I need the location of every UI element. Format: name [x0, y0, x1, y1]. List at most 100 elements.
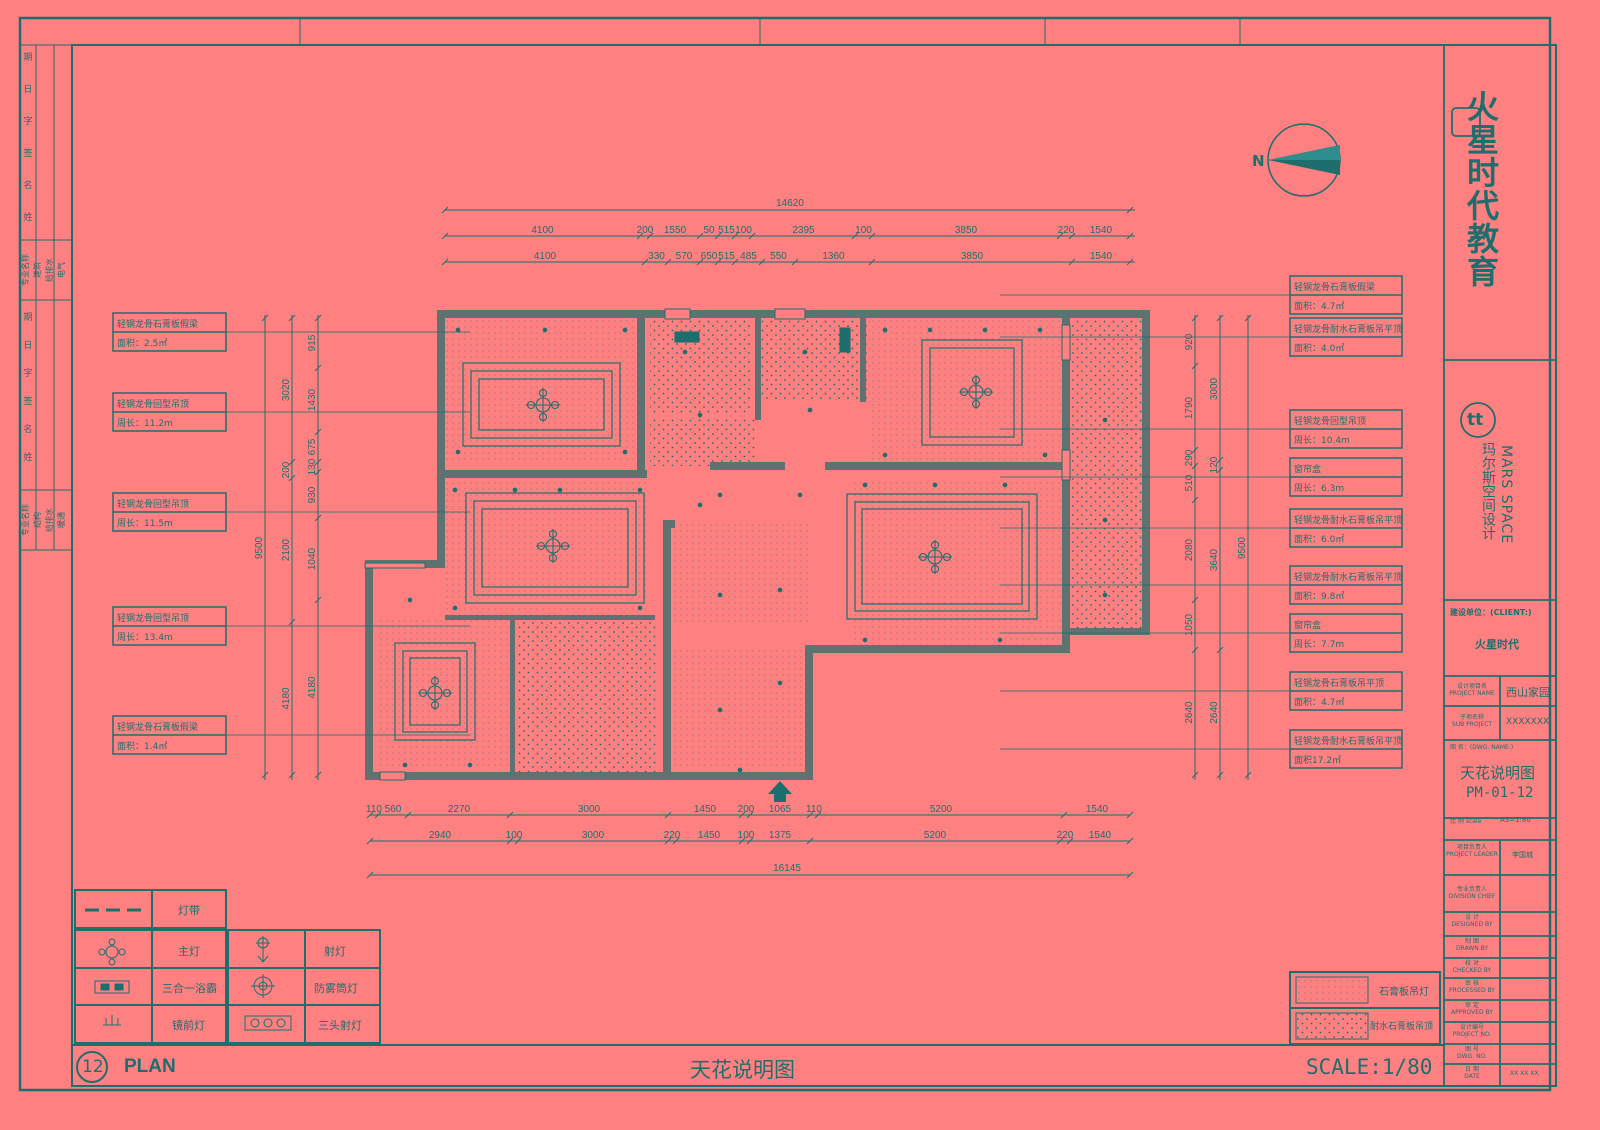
client-name: 火星时代 [1475, 638, 1519, 651]
dim-top-row1: 2395 [792, 225, 815, 236]
legend [74, 889, 1441, 1045]
right-note-5-title: 轻钢龙骨耐水石膏板吊平顶 [1294, 514, 1402, 526]
left-note-1-title: 轻钢龙骨石膏板假梁 [117, 318, 198, 330]
left-note-4-value: 周长：13.4m [117, 631, 173, 643]
dim-left-inner: 4180 [307, 676, 318, 699]
dim-bottom-row1: 560 [385, 804, 402, 815]
main-light-icon [918, 540, 952, 574]
dim-bottom-row1: 3000 [578, 804, 601, 815]
dim-top-row2: 3850 [961, 251, 984, 262]
spot-light-icon [777, 587, 783, 593]
spot-light-icon [697, 502, 703, 508]
legend-mirror-light: 镜前灯 [172, 1019, 205, 1032]
main-light-icon [526, 388, 560, 422]
right-note-7-title: 窗帘盒 [1294, 619, 1321, 631]
dim-bottom-row2: 3000 [582, 830, 605, 841]
strip-label: 给排水 [44, 508, 54, 532]
dim-left-inner: 930 [307, 486, 318, 503]
right-note-5-value: 面积：6.0㎡ [1294, 533, 1344, 545]
main-light-icon [959, 375, 993, 409]
dim-bottom-row2: 220 [1057, 830, 1074, 841]
dim-left-inner: 675 [307, 438, 318, 455]
spot-light-icon [467, 762, 473, 768]
spot-light-icon [637, 487, 643, 493]
dim-top-row1: 515 [718, 225, 735, 236]
spot-light-icon [622, 449, 628, 455]
spot-light-icon [882, 327, 888, 333]
dim-right-inner: 1790 [1184, 396, 1195, 419]
spot-light-icon [797, 492, 803, 498]
dim-right-total: 9500 [1237, 536, 1248, 559]
client-label: 建设单位：(CLIENT:) [1450, 608, 1532, 617]
dim-right-outer: 2640 [1209, 701, 1220, 724]
dim-top-row1: 1550 [664, 225, 687, 236]
footer-scale: SCALE:1/80 [1306, 1055, 1433, 1079]
strip-label: 专业名称 [20, 254, 30, 286]
brand-mark: tt [1467, 410, 1484, 430]
spot-light-icon [1102, 592, 1108, 598]
spot-light-icon [452, 487, 458, 493]
brand-cn: 玛尔斯空间设计 [1480, 442, 1496, 540]
spot-light-icon [622, 327, 628, 333]
strip-label: 期 [23, 312, 32, 323]
legend-symbols [94, 936, 292, 1031]
title-block [1443, 45, 1556, 1086]
spot-light-icon [637, 605, 643, 611]
bath-heater-icon [839, 327, 851, 353]
main-light-icon [536, 529, 570, 563]
strip-label: 电气 [56, 262, 66, 278]
dim-top-row2: 570 [676, 251, 693, 262]
spot-light-icon [862, 482, 868, 488]
dim-top-row1: 100 [855, 225, 872, 236]
dim-top-row1: 50 [703, 225, 715, 236]
right-note-8-value: 面积：4.7㎡ [1294, 696, 1344, 708]
right-note-8-title: 轻钢龙骨石膏板吊平顶 [1294, 677, 1384, 689]
plan-label: PLAN [124, 1056, 176, 1077]
dim-left-inner: 915 [307, 334, 318, 351]
strip-label: 结构 [32, 512, 42, 528]
spot-light-icon [542, 327, 548, 333]
strip-label: 建筑 [32, 262, 42, 278]
dim-left-outer: 200 [281, 461, 292, 478]
dim-left-outer: 2100 [281, 538, 292, 561]
spot-light-icon [777, 680, 783, 686]
dim-bottom-row2: 5200 [924, 830, 947, 841]
dim-left-inner: 130 [307, 458, 318, 475]
dim-left-outer: 4180 [281, 687, 292, 710]
dim-top-total: 14620 [776, 198, 804, 209]
right-note-6-value: 面积：9.8㎡ [1294, 590, 1344, 602]
spot-light-icon [407, 597, 413, 603]
drawing-name: 天花说明图 [1460, 764, 1536, 782]
footer-title: 天花说明图 [690, 1058, 795, 1082]
scale-value: A3=1:80 [1500, 816, 1531, 824]
dim-right-outer: 3000 [1209, 377, 1220, 400]
dim-left-outer: 3020 [281, 378, 292, 401]
right-note-4-value: 周长：6.3m [1294, 482, 1344, 494]
left-note-5-title: 轻钢龙骨石膏板假梁 [117, 721, 198, 733]
spot-light-icon [737, 767, 743, 773]
dim-bottom-row2: 100 [738, 830, 755, 841]
right-note-4-title: 窗帘盒 [1294, 463, 1321, 475]
left-note-4-title: 轻钢龙骨回型吊顶 [117, 612, 189, 624]
right-note-9-value: 面积17.2㎡ [1294, 754, 1341, 766]
main-light-icon [418, 676, 452, 710]
right-note-2-title: 轻钢龙骨耐水石膏板吊平顶 [1294, 323, 1402, 335]
spot-light-icon [1102, 517, 1108, 523]
left-note-1-value: 面积：2.5㎡ [117, 337, 167, 349]
strip-label: 姓 [23, 451, 32, 463]
dim-top-row2: 4100 [534, 251, 557, 262]
spot-light-icon [682, 349, 688, 355]
dim-bottom-row1: 200 [738, 804, 755, 815]
spot-light-icon [982, 327, 988, 333]
right-note-1-title: 轻钢龙骨石膏板假梁 [1294, 281, 1375, 293]
legend-gypsum-ceiling: 石膏板吊灯 [1379, 987, 1429, 998]
dim-right-inner: 920 [1184, 333, 1195, 350]
dim-right-inner: 2080 [1184, 538, 1195, 561]
dim-bottom-row2: 2940 [429, 830, 452, 841]
